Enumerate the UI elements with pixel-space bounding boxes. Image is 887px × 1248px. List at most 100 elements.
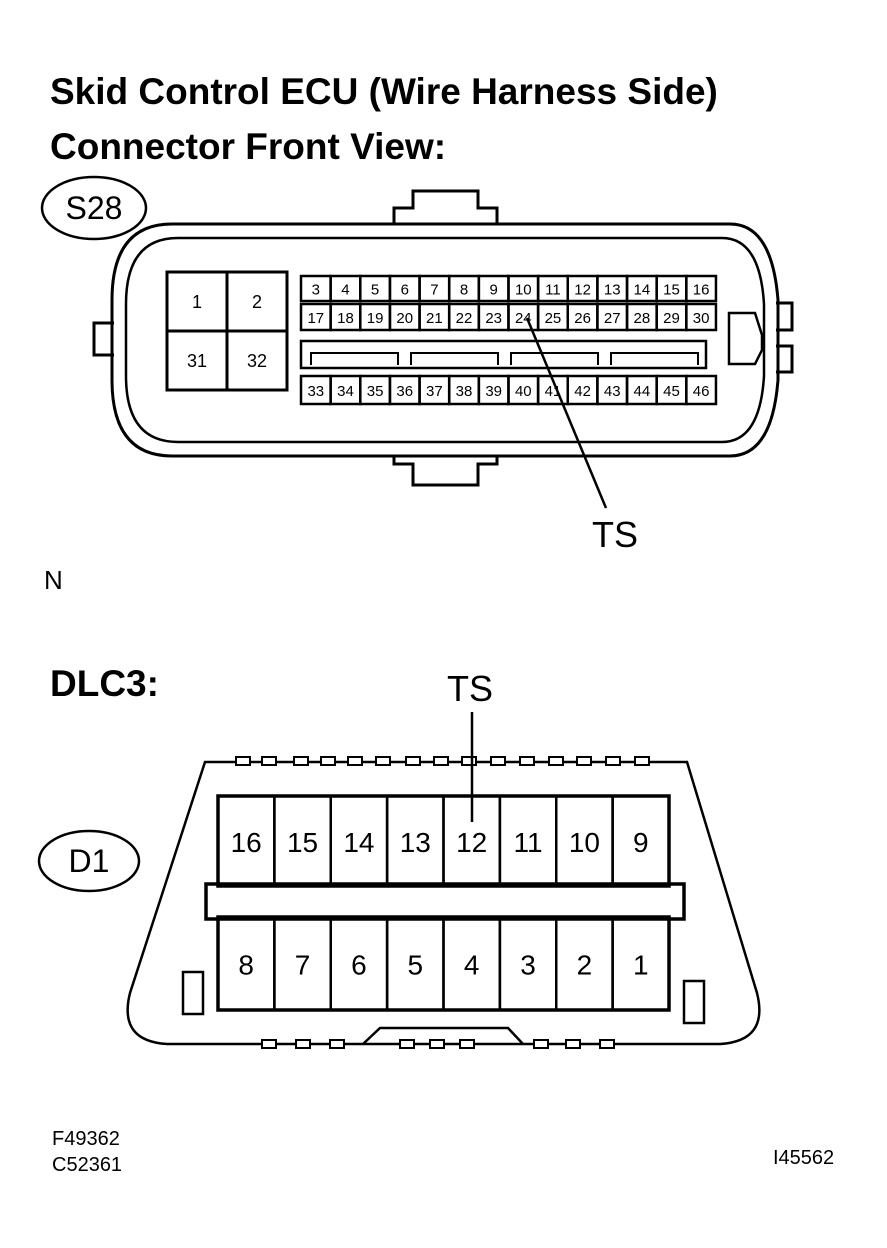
ecu-pin-label: 46 [693, 383, 710, 400]
dlc3-top-notch [461, 756, 477, 766]
dlc3-pin-label: 2 [577, 950, 593, 981]
ecu-pin-label: 45 [663, 383, 680, 400]
ecu-pin-label: 40 [515, 383, 532, 400]
dlc3-bottom-notch [533, 1039, 549, 1049]
dlc3-bottom-notch [459, 1039, 475, 1049]
footer-code-right: I45562 [773, 1147, 835, 1169]
dlc3-connector-code: D1 [69, 843, 110, 879]
ecu-large-pin-cell [225, 329, 289, 392]
dlc3-bottom-notch [429, 1039, 445, 1049]
ecu-pin-label: 20 [396, 310, 413, 327]
dlc3-pin-label: 12 [456, 827, 487, 858]
ecu-pin-label: 42 [574, 383, 591, 400]
ecu-pin-label: 44 [634, 383, 651, 400]
ecu-large-pin-label: 32 [247, 351, 267, 371]
ecu-pin-label: 43 [604, 383, 621, 400]
dlc3-pin-label: 14 [343, 827, 374, 858]
ecu-pin-label: 4 [341, 282, 349, 299]
title-line-2: Connector Front View: [50, 126, 447, 167]
ecu-pin-label: 21 [426, 310, 443, 327]
ecu-pin-label: 27 [604, 310, 621, 327]
ecu-pin-label: 14 [634, 282, 651, 299]
dlc3-bottom-notch [399, 1039, 415, 1049]
ecu-pin-label: 38 [456, 383, 473, 400]
dlc3-top-notch [293, 756, 309, 766]
ecu-pin-label: 7 [430, 282, 438, 299]
title-line-1: Skid Control ECU (Wire Harness Side) [50, 71, 718, 112]
dlc3-pin-label: 4 [464, 950, 480, 981]
ecu-pin-label: 35 [367, 383, 384, 400]
dlc3-bottom-notch [599, 1039, 615, 1049]
ecu-large-pin-label: 31 [187, 351, 207, 371]
ecu-pin-label: 8 [460, 282, 468, 299]
dlc3-pin-label: 13 [400, 827, 431, 858]
dlc3-pin-label: 7 [295, 950, 311, 981]
dlc3-bottom-notch [329, 1039, 345, 1049]
dlc3-top-notch [634, 756, 650, 766]
ecu-pin-label: 13 [604, 282, 621, 299]
ecu-pin-label: 11 [545, 282, 561, 299]
dlc3-top-notch [576, 756, 592, 766]
ecu-pin-label: 15 [663, 282, 680, 299]
dlc3-top-notch [519, 756, 535, 766]
dlc3-bottom-notch [261, 1039, 277, 1049]
ecu-pin-label: 28 [634, 310, 651, 327]
dlc3-top-notch [347, 756, 363, 766]
ecu-ts-label: TS [592, 514, 639, 555]
dlc3-top-notch [490, 756, 506, 766]
ecu-pin-label: 16 [693, 282, 710, 299]
ecu-pin-label: 23 [485, 310, 502, 327]
dlc3-pin-label: 10 [569, 827, 600, 858]
ecu-pin-label: 18 [337, 310, 354, 327]
ecu-pin-label: 17 [307, 310, 324, 327]
dlc3-top-notch [548, 756, 564, 766]
dlc3-ts-label: TS [447, 668, 494, 709]
dlc3-pin-cell [611, 915, 671, 1012]
ecu-pin-cell [685, 274, 718, 303]
dlc3-top-notch [320, 756, 336, 766]
dlc3-pin-label: 9 [633, 827, 649, 858]
ecu-connector-code: S28 [66, 190, 123, 226]
dlc3-pin-label: 11 [514, 827, 543, 858]
ecu-pin-label: 10 [515, 282, 532, 299]
footer-code-left-2: C52361 [52, 1154, 123, 1176]
ecu-pin-label: 30 [693, 310, 710, 327]
ecu-pin-label: 29 [663, 310, 680, 327]
dlc3-bottom-notch [295, 1039, 311, 1049]
dlc3-top-notch [261, 756, 277, 766]
dlc3-pin-label: 8 [238, 950, 254, 981]
ecu-pin-label: 34 [337, 383, 354, 400]
note-letter: N [44, 565, 63, 595]
dlc3-top-notch [375, 756, 391, 766]
ecu-pin-label: 24 [515, 310, 532, 327]
ecu-pin-label: 36 [396, 383, 413, 400]
ecu-pin-label: 9 [489, 282, 497, 299]
ecu-pin-label: 33 [307, 383, 324, 400]
ecu-pin-label: 19 [367, 310, 384, 327]
dlc3-pin-label: 3 [520, 950, 536, 981]
dlc3-pin-label: 6 [351, 950, 367, 981]
ecu-large-pin-label: 2 [252, 292, 262, 312]
ecu-pin-label: 39 [485, 383, 502, 400]
dlc3-top-notch [433, 756, 449, 766]
dlc3-top-notch [605, 756, 621, 766]
ecu-pin-label: 5 [371, 282, 379, 299]
dlc3-code-ellipse [37, 829, 141, 893]
dlc3-top-notch [235, 756, 251, 766]
ecu-code-ellipse [40, 175, 148, 241]
ecu-pin-cell [685, 302, 718, 332]
dlc3-title: DLC3: [50, 663, 159, 704]
dlc3-pin-label: 16 [231, 827, 262, 858]
ecu-pin-label: 12 [574, 282, 591, 299]
ecu-pin-label: 6 [401, 282, 409, 299]
dlc3-bottom-notch [565, 1039, 581, 1049]
dlc3-pin-cell [611, 794, 671, 888]
dlc3-top-notch [405, 756, 421, 766]
ecu-pin-label: 26 [574, 310, 591, 327]
ecu-pin-label: 22 [456, 310, 473, 327]
dlc3-pin-label: 5 [408, 950, 424, 981]
ecu-pin-cell [685, 374, 718, 406]
ecu-pin-label: 37 [426, 383, 443, 400]
